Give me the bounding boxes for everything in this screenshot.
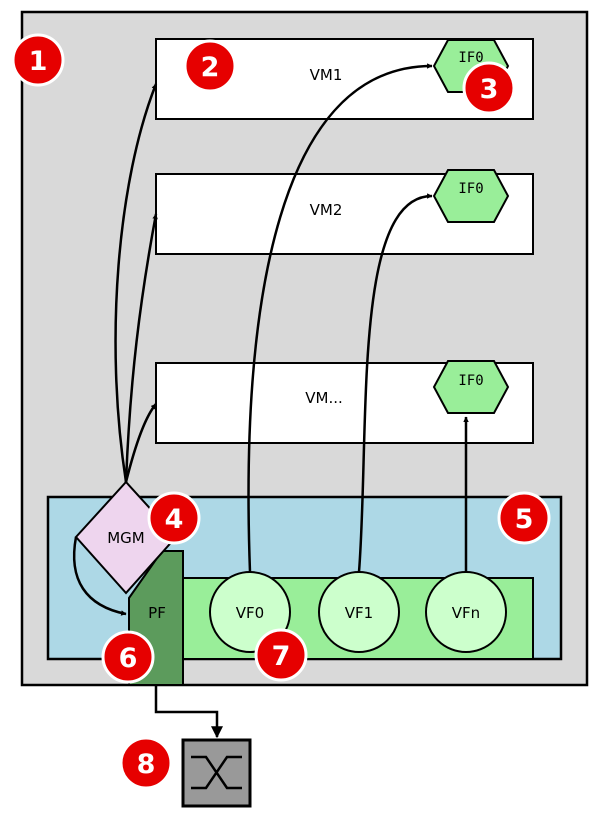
svg-text:7: 7 xyxy=(272,641,291,672)
switch-cross-icon xyxy=(191,755,242,790)
iface-label: IF0 xyxy=(458,181,483,197)
svg-text:4: 4 xyxy=(165,504,184,535)
badge-6: 6 xyxy=(101,630,155,684)
vf-label: VFn xyxy=(452,604,480,622)
badge-2: 2 xyxy=(183,39,237,93)
vf-label: VF0 xyxy=(236,604,264,622)
iface-label: IF0 xyxy=(458,373,483,389)
mgm-label: MGM xyxy=(107,529,145,547)
arrow-vf1-if xyxy=(357,193,433,573)
badge-7: 7 xyxy=(254,628,308,682)
pf-label: PF xyxy=(148,604,166,622)
vf-n: VFn xyxy=(425,571,507,653)
iface-hexagon xyxy=(432,169,510,223)
arrow-vf0-if xyxy=(247,63,433,573)
svg-text:8: 8 xyxy=(137,749,156,780)
vm-label: VM2 xyxy=(310,201,343,219)
iface-vm2: IF0 xyxy=(432,169,510,223)
iface-label: IF0 xyxy=(458,50,483,66)
svg-text:2: 2 xyxy=(201,52,220,83)
iface-hexagon xyxy=(432,360,510,414)
badge-1: 1 xyxy=(11,33,65,87)
arrow-mgm-vmn xyxy=(124,403,157,483)
arrow-mgm-vm2 xyxy=(124,213,158,483)
svg-text:5: 5 xyxy=(515,504,534,535)
svg-text:3: 3 xyxy=(480,74,499,105)
badge-8: 8 xyxy=(119,736,173,790)
arrow-mgm-pf xyxy=(72,536,127,616)
vf-label: VF1 xyxy=(345,604,373,622)
badge-4: 4 xyxy=(147,491,201,545)
vm-label: VM... xyxy=(305,389,343,407)
vf-1: VF1 xyxy=(318,571,400,653)
vm-label: VM1 xyxy=(310,66,343,84)
network-switch xyxy=(181,738,252,808)
svg-text:1: 1 xyxy=(29,46,48,77)
iface-vmn: IF0 xyxy=(432,360,510,414)
arrow-pf-switch xyxy=(154,685,223,739)
badge-5: 5 xyxy=(497,491,551,545)
badge-3: 3 xyxy=(462,61,516,115)
arrow-mgm-vm1 xyxy=(114,83,158,483)
svg-text:6: 6 xyxy=(119,643,138,674)
